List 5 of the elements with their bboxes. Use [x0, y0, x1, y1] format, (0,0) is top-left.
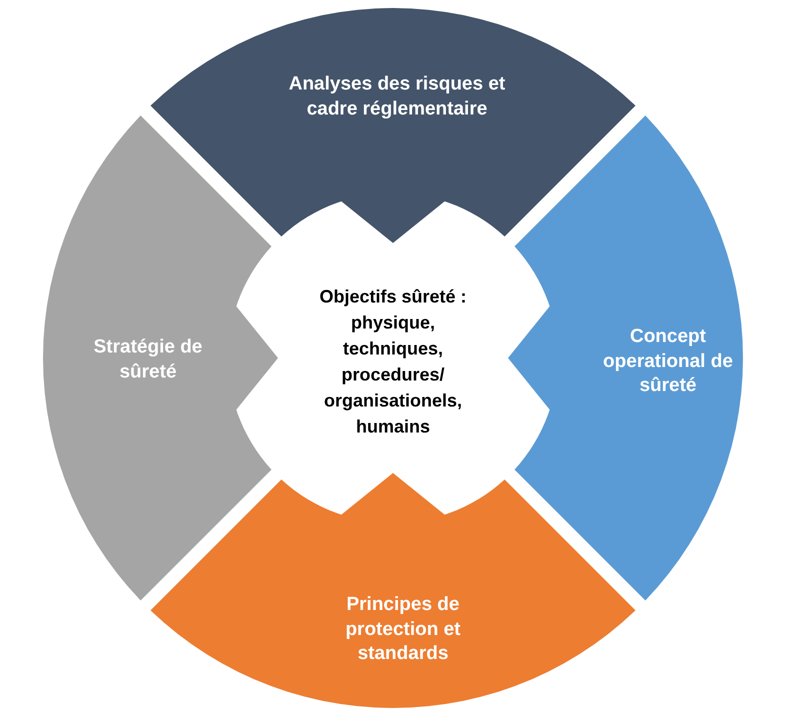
center-text: Objectifs sûreté : physique, techniques, procedures/ organisationels, humains [318, 286, 468, 440]
segment-label: Principes de protection et standards [344, 592, 462, 666]
segment-label: Analyses des risques et cadre réglementaire [288, 72, 506, 121]
segment-label: Stratégie de sûreté [92, 335, 204, 384]
segment-label: Concept operational de sûreté [602, 324, 734, 398]
